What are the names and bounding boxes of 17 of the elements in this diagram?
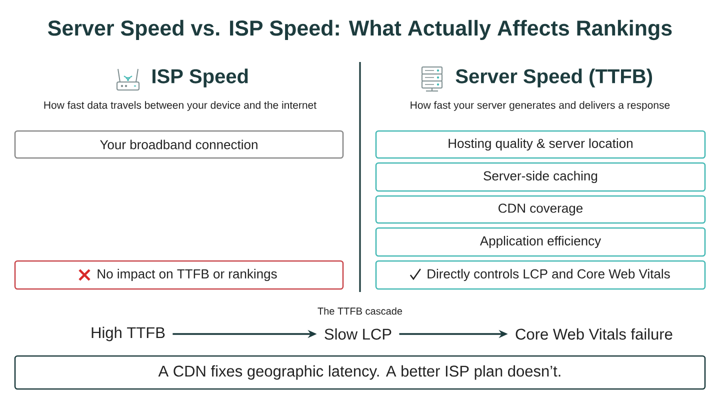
heading: ISP Speed (152, 68, 248, 88)
heading: Server Speed (TTFB) (456, 68, 652, 88)
subtitle: How fast data travels between your device and the internet (44, 101, 316, 111)
factor-box: Hosting quality & server location (375, 130, 706, 159)
factor-box: Your broadband connection (14, 130, 344, 159)
cascade-text: High TTFB (92, 326, 165, 342)
factor-box: CDN coverage (375, 195, 706, 224)
title: Server Speed vs. ISP Speed: What Actually Affects Rankings (48, 20, 672, 40)
cascade-text: Slow LCP (324, 328, 392, 340)
caption: The TTFB cascade (318, 307, 402, 315)
cascade-text: Core Web Vitals failure (516, 328, 672, 340)
subtitle: How fast your server generates and delivers a response (410, 101, 670, 111)
result-box: Directly controls LCP and Core Web Vitals (375, 260, 706, 290)
result-box: No impact on TTFB or rankings (14, 260, 344, 290)
factor-box: Application efficiency (375, 227, 706, 257)
note-box: A CDN fixes geographic latency. A better ISP plan doesn’t. (14, 355, 706, 390)
factor-box: Server-side caching (375, 162, 706, 192)
